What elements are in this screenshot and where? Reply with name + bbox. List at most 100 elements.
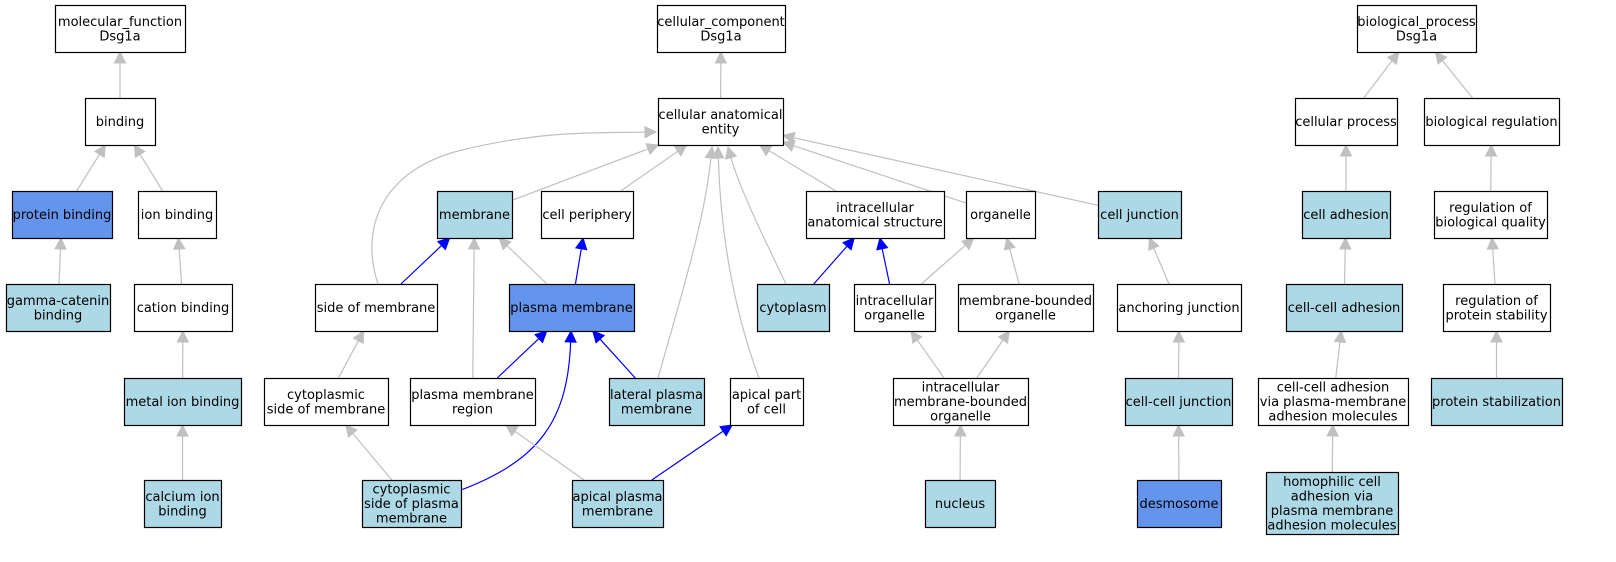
node-label: desmosome xyxy=(1139,497,1218,512)
edge-arrowhead xyxy=(720,425,732,436)
edge-lateral_pm-to-cae xyxy=(658,147,716,378)
node-label: protein binding xyxy=(13,208,112,223)
node-label: anatomical structure xyxy=(807,215,942,230)
edge-line xyxy=(652,431,724,480)
node-label: intracellular xyxy=(922,381,1000,396)
edge-arrowhead xyxy=(1486,145,1497,156)
edge-arrowhead xyxy=(1487,238,1498,249)
node-label: adhesion via xyxy=(1291,489,1373,504)
node-label: plasma membrane xyxy=(1271,504,1394,519)
edge-arrowhead xyxy=(1340,238,1351,249)
node-label: nucleus xyxy=(935,497,985,512)
edge-cca_pm-to-cc_adhesion xyxy=(1335,331,1346,378)
node-label: cell-cell junction xyxy=(1126,395,1232,410)
edge-line xyxy=(599,338,635,378)
edge-mbo-to-organelle xyxy=(1004,238,1019,284)
node-label: biological_process xyxy=(1357,15,1476,30)
node-label: calcium ion xyxy=(145,490,219,505)
node-label: protein stability xyxy=(1445,308,1547,323)
go-term-node-plasma_membrane[interactable]: plasma membrane xyxy=(510,285,635,332)
node-label: intracellular xyxy=(856,294,934,309)
go-term-node-cytoplasm[interactable]: cytoplasm xyxy=(758,285,830,332)
go-term-node-cation_binding[interactable]: cation binding xyxy=(135,285,233,332)
edge-nucleus-to-imbo xyxy=(955,425,966,480)
edge-arrowhead xyxy=(174,238,185,249)
edge-cyto_side_pm-to-cyto_side xyxy=(346,425,392,480)
node-label: binding xyxy=(96,115,144,130)
node-label: cellular process xyxy=(1295,115,1397,130)
node-label: via plasma-membrane xyxy=(1260,395,1406,410)
edge-line xyxy=(718,157,759,378)
go-term-node-membrane[interactable]: membrane xyxy=(438,192,513,239)
go-term-node-binding[interactable]: binding xyxy=(86,99,156,146)
node-label: organelle xyxy=(930,410,991,425)
go-term-node-cc_adhesion[interactable]: cell-cell adhesion xyxy=(1287,285,1403,332)
edge-reg_ps-to-reg_bq xyxy=(1487,238,1498,284)
edge-arrowhead xyxy=(998,331,1009,343)
go-term-node-nucleus[interactable]: nucleus xyxy=(926,481,996,528)
edge-arrowhead xyxy=(645,127,656,138)
edge-apical_part-to-cae xyxy=(713,147,759,378)
go-term-node-protein_binding[interactable]: protein binding xyxy=(13,192,113,239)
node-label: membrane xyxy=(376,512,447,527)
go-term-node-cc_junction[interactable]: cell-cell junction xyxy=(1126,379,1233,426)
edge-arrowhead xyxy=(1327,425,1338,436)
edge-homophilic-to-cca_pm xyxy=(1327,425,1338,472)
node-label: membrane xyxy=(439,208,510,223)
edge-cae-to-cc_root xyxy=(715,52,726,98)
node-label: organelle xyxy=(970,208,1031,223)
node-label: membrane xyxy=(582,504,653,519)
edge-plasma_membrane-to-membrane xyxy=(499,238,547,284)
go-term-node-cellular_process[interactable]: cellular process xyxy=(1295,99,1397,146)
edge-arrowhead xyxy=(955,425,966,436)
edge-line xyxy=(917,339,944,378)
go-term-node-protein_stab[interactable]: protein stabilization xyxy=(1432,379,1563,426)
node-label: cell-cell adhesion xyxy=(1277,381,1390,396)
go-term-node-anchoring_junction[interactable]: anchoring junction xyxy=(1118,285,1242,332)
edge-arrowhead xyxy=(506,425,518,436)
go-term-node-organelle[interactable]: organelle xyxy=(967,192,1036,239)
edge-line xyxy=(658,157,711,378)
node-label: binding xyxy=(158,504,206,519)
edge-line xyxy=(352,433,392,480)
go-term-node-cell_periphery[interactable]: cell periphery xyxy=(542,192,634,239)
edge-cytoplasm-to-cae xyxy=(726,147,786,284)
edge-line xyxy=(1009,248,1019,284)
go-term-node-bio_reg[interactable]: biological regulation xyxy=(1425,99,1560,146)
go-term-node-cell_junction[interactable]: cell junction xyxy=(1099,192,1182,239)
edge-line xyxy=(179,248,181,284)
node-label: regulation of xyxy=(1455,294,1538,309)
node-label: membrane-bounded xyxy=(894,395,1027,410)
go-term-node-cell_adhesion[interactable]: cell adhesion xyxy=(1303,192,1391,239)
node-label: binding xyxy=(34,308,82,323)
go-term-node-desmosome[interactable]: desmosome xyxy=(1138,481,1222,528)
go-term-node-metal_ion[interactable]: metal ion binding xyxy=(125,379,242,426)
edge-arrowhead xyxy=(177,331,188,342)
edge-line xyxy=(575,248,581,284)
go-term-node-ion_binding[interactable]: ion binding xyxy=(139,192,217,239)
go-term-node-side_membrane[interactable]: side of membrane xyxy=(316,285,438,332)
node-label: Dsg1a xyxy=(700,29,741,44)
node-label: entity xyxy=(702,122,740,137)
